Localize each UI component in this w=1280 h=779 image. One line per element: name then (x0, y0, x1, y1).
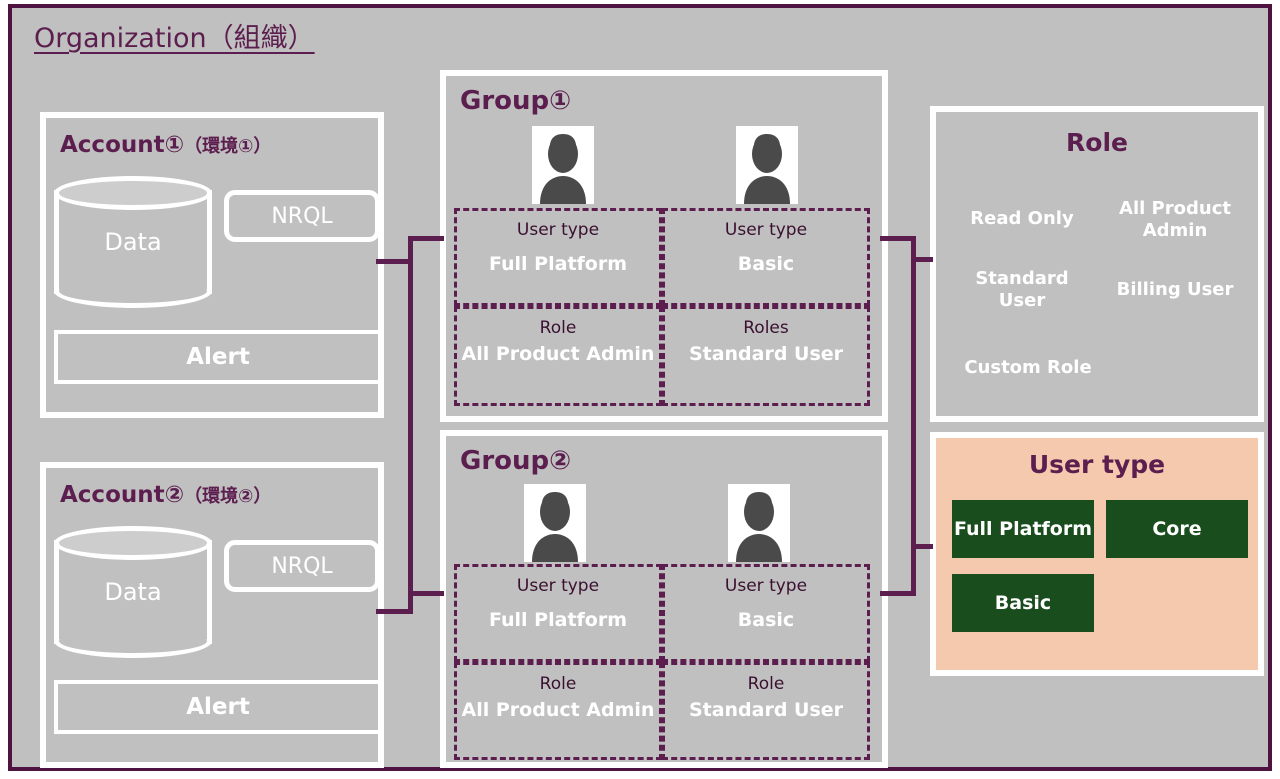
cylinder-top-ellipse (54, 176, 212, 210)
account-title-main-2: Account② (60, 482, 185, 508)
user-type-cell-g2-u1: User type Full Platform (454, 564, 662, 662)
user-type-key: User type (516, 220, 600, 240)
user-type-value: Full Platform (488, 253, 628, 275)
role-value: Standard User (688, 699, 844, 721)
nrql-box-2[interactable]: NRQL (224, 540, 380, 592)
account-panel-1: Account①（環境①） Data NRQL Alert (40, 112, 384, 418)
connector-user-type-stub (911, 544, 933, 549)
user-type-cell-g1-u1: User type Full Platform (454, 208, 662, 306)
role-item-standard-user: Standard User (975, 268, 1069, 311)
nrql-box-1[interactable]: NRQL (224, 190, 380, 242)
role-key: Roles (743, 318, 789, 338)
connector-group2-out-stub (880, 591, 916, 596)
role-item-custom-role: Custom Role (964, 357, 1092, 378)
connector-account1-stub (376, 259, 412, 264)
alert-box-1[interactable]: Alert (54, 330, 382, 384)
role-cell-g2-u1: Role All Product Admin (454, 662, 662, 760)
connector-group1-out-stub (880, 236, 916, 241)
user-avatar-icon (524, 484, 586, 562)
group-title-2: Group② (460, 446, 572, 476)
cylinder-top-ellipse (54, 526, 212, 560)
connector-group2-stub (408, 591, 444, 596)
role-key: Role (539, 674, 577, 694)
user-avatar-icon (736, 126, 798, 204)
role-key: Role (539, 318, 577, 338)
account-title-paren-1: （環境①） (184, 136, 272, 157)
organization-frame: Organization（組織） Account①（環境①） Data NRQL… (8, 4, 1272, 771)
connector-right-bus (911, 236, 916, 596)
alert-box-2[interactable]: Alert (54, 680, 382, 734)
data-label-2: Data (104, 578, 162, 606)
group-panel-2: Group② User type Full P (440, 430, 888, 768)
user-type-key: User type (516, 576, 600, 596)
group-panel-1: Group① User type Full P (440, 70, 888, 422)
user-type-box-basic[interactable]: Basic (952, 574, 1094, 632)
user-avatar-icon (728, 484, 790, 562)
account-title-2: Account②（環境②） (60, 482, 271, 508)
role-value: All Product Admin (461, 699, 655, 721)
role-cell-g1-u1: Role All Product Admin (454, 306, 662, 406)
role-cell-g1-u2: Roles Standard User (662, 306, 870, 406)
organization-title: Organization（組織） (34, 23, 315, 54)
user-avatar-icon (532, 126, 594, 204)
role-cell-g2-u2: Role Standard User (662, 662, 870, 760)
role-value: Standard User (688, 343, 844, 365)
account-title-paren-2: （環境②） (184, 486, 272, 507)
role-key: Role (747, 674, 785, 694)
user-type-cell-g2-u2: User type Basic (662, 564, 870, 662)
user-type-value: Basic (737, 609, 795, 631)
data-label-1: Data (104, 228, 162, 256)
role-value: All Product Admin (461, 343, 655, 365)
group-title-1: Group① (460, 86, 572, 116)
connector-left-bus (408, 236, 413, 614)
user-type-panel-title: User type (1028, 450, 1166, 479)
user-type-box-full-platform[interactable]: Full Platform (952, 500, 1094, 558)
connector-account2-stub (376, 609, 412, 614)
user-type-value: Full Platform (488, 609, 628, 631)
role-panel: Role Read Only All Product Admin Standar… (930, 106, 1264, 422)
role-item-billing-user: Billing User (1116, 279, 1234, 300)
user-type-panel: User type Full Platform Core Basic (930, 432, 1264, 676)
account-title-main-1: Account① (60, 132, 185, 158)
user-type-key: User type (724, 220, 808, 240)
account-panel-2: Account②（環境②） Data NRQL Alert (40, 462, 384, 768)
data-cylinder-2: Data (54, 526, 212, 658)
data-cylinder-1: Data (54, 176, 212, 308)
role-item-read-only: Read Only (970, 208, 1074, 229)
role-panel-title: Role (1066, 128, 1128, 157)
user-type-value: Basic (737, 253, 795, 275)
user-type-key: User type (724, 576, 808, 596)
user-type-cell-g1-u2: User type Basic (662, 208, 870, 306)
connector-group1-stub (408, 236, 444, 241)
account-title-1: Account①（環境①） (60, 132, 271, 158)
user-type-box-core[interactable]: Core (1106, 500, 1248, 558)
connector-role-stub (911, 257, 933, 262)
role-item-all-product-admin: All Product Admin (1119, 198, 1231, 241)
